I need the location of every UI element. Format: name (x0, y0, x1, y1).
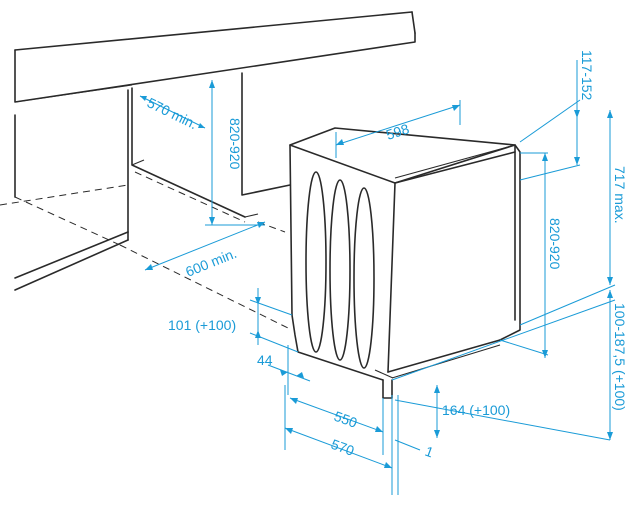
countertop (14, 11, 416, 103)
dim-total-depth (284, 395, 393, 495)
dim-door-depth (284, 385, 384, 455)
label-niche-height: 820-920 (227, 118, 243, 170)
label-toe-gap: 44 (257, 352, 273, 368)
label-appliance-height: 820-920 (547, 218, 563, 270)
dim-appliance-height (542, 153, 548, 358)
label-door-depth: 550 (332, 408, 360, 431)
side-ribs (305, 171, 375, 369)
niche-back-wall (131, 72, 291, 218)
left-cabinet (14, 89, 129, 291)
dim-niche-depth (139, 95, 206, 129)
dim-appliance-width (335, 100, 461, 158)
label-plinth-range: 164 (+100) (442, 402, 510, 418)
dim-right-extension-lines (391, 99, 616, 441)
label-niche-depth: 570 min. (145, 94, 200, 132)
dishwasher-body (289, 127, 521, 399)
label-appliance-width: 598 (384, 120, 411, 143)
label-niche-width: 600 min. (183, 245, 239, 280)
dim-countertop-gap (574, 60, 580, 165)
dim-plinth-range (434, 385, 440, 438)
label-total-depth: 570 (329, 436, 357, 459)
label-plinth-offset: 101 (+100) (168, 317, 236, 333)
dim-toe-gap (267, 345, 311, 395)
label-plinth-height: 100-187,5 (+100) (612, 303, 628, 411)
dim-door-thickness (394, 395, 421, 495)
dim-plinth-offset (249, 288, 299, 353)
label-countertop-gap: 117-152 (579, 50, 595, 101)
dim-max-height (607, 110, 613, 285)
label-door-thickness: 1 (423, 443, 436, 461)
dim-plinth-height (607, 290, 613, 440)
label-max-height: 717 max. (612, 166, 628, 224)
floor-dashed-lines (0, 171, 293, 331)
dim-niche-height (205, 80, 265, 226)
dim-niche-width (144, 221, 266, 271)
